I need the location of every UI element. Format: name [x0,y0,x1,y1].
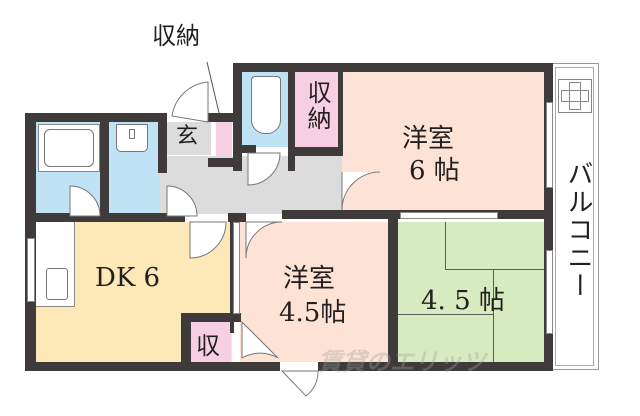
wall [318,362,553,371]
shoe-storage [216,122,232,158]
wall [25,113,167,122]
wash-basin-icon [116,124,148,152]
tatami-line [493,269,494,362]
kitchen-sink-icon [46,268,68,300]
wall [100,113,109,217]
wall [288,63,295,171]
wall [288,147,342,156]
storage-callout-label: 収納 [152,22,200,50]
tatami-line [445,269,545,270]
tatami-line [445,222,446,270]
wall [208,158,242,167]
tatami-room-4-5 [398,222,546,362]
storage-top [293,72,338,150]
wall [181,313,191,371]
wall [242,145,256,153]
storage-small-label: 収 [196,332,220,360]
wall [230,213,234,333]
watermark: 賃貸のエリッツ [318,348,486,376]
wall [233,63,242,171]
window [400,212,498,219]
wall [233,63,550,72]
balcony-label: バルコニー [563,160,593,300]
western-room-4-5-label-line1: 洋室 [283,264,336,294]
window [27,238,35,302]
wall [25,213,185,222]
aircon-outdoor-unit-icon [558,79,592,113]
window [233,222,240,314]
western-room-6-label-line2: 6 帖 [409,156,460,186]
genkan [167,122,211,155]
storage-small [191,322,231,362]
wall [388,210,398,371]
window [546,250,553,334]
kitchen-counter [36,222,75,307]
western-room-4-5-label-line2: 4.5帖 [279,298,347,328]
tatami-line [398,314,494,315]
wall [338,63,343,156]
wall [25,362,280,371]
western-room-4-5 [240,222,388,362]
wall [158,113,167,173]
wall [228,213,246,222]
storage-top-label: 収納 [303,80,331,132]
window [546,102,553,188]
bathtub-icon [38,124,100,172]
dk-label: DK 6 [95,263,161,293]
tatami-room-label: 4. 5 帖 [421,286,505,316]
western-room-6-label-line1: 洋室 [402,124,455,154]
toilet-icon [251,76,281,134]
western-room-6 [342,72,546,210]
wall [208,113,242,122]
wall [181,313,241,322]
genkan-label: 玄 [176,124,199,149]
